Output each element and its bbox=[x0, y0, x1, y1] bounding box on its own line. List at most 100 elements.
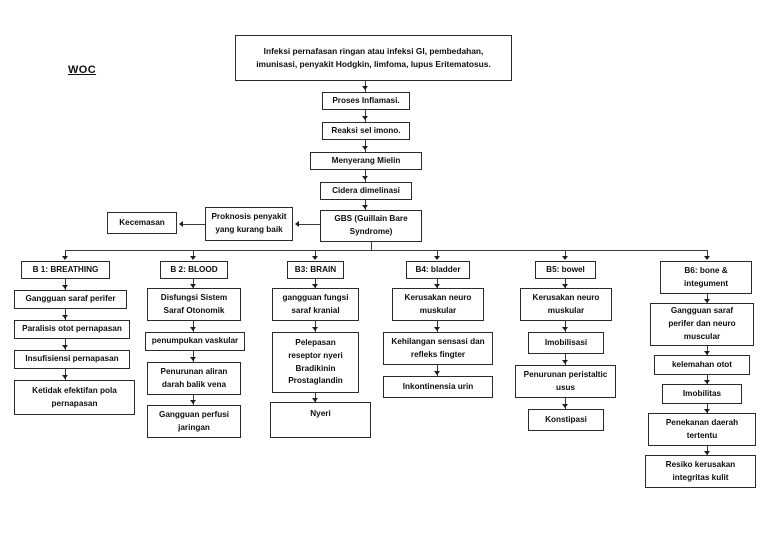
arrow-down-icon bbox=[704, 451, 710, 455]
arrow-down-icon bbox=[704, 409, 710, 413]
node-b3-step-3: Nyeri bbox=[270, 402, 371, 438]
arrow-down-icon bbox=[562, 284, 568, 288]
column-header-b3: B3: BRAIN bbox=[287, 261, 344, 279]
connector-line bbox=[707, 346, 709, 355]
arrow-down-icon bbox=[62, 256, 68, 260]
arrow-down-icon bbox=[562, 256, 568, 260]
node-b5-step-4: Konstipasi bbox=[528, 409, 604, 431]
node-b3-step-1: gangguan fungsi saraf kranial bbox=[272, 288, 359, 321]
arrow-down-icon bbox=[434, 327, 440, 331]
connector-line bbox=[65, 309, 67, 320]
connector-line bbox=[437, 321, 439, 332]
node-b2-step-2: penumpukan vaskular bbox=[145, 332, 245, 351]
arrow-down-icon bbox=[704, 380, 710, 384]
column-header-b1: B 1: BREATHING bbox=[21, 261, 110, 279]
node-b4-step-2: Kehilangan sensasi dan refleks fingter bbox=[383, 332, 493, 365]
node-b5-step-3: Penurunan peristaltic usus bbox=[515, 365, 616, 398]
connector-line bbox=[65, 279, 67, 290]
node-b1-step-1: Gangguan saraf perifer bbox=[14, 290, 127, 309]
arrow-down-icon bbox=[190, 284, 196, 288]
connector-line bbox=[437, 250, 439, 259]
arrow-down-icon bbox=[362, 176, 368, 180]
connector-line bbox=[437, 279, 439, 288]
arrow-down-icon bbox=[312, 284, 318, 288]
node-cidera: Cidera dimelinasi bbox=[320, 182, 412, 200]
connector-line bbox=[193, 279, 195, 288]
arrow-down-icon bbox=[362, 86, 368, 90]
arrow-down-icon bbox=[312, 327, 318, 331]
arrow-down-icon bbox=[62, 375, 68, 379]
column-header-b4: B4: bladder bbox=[406, 261, 470, 279]
node-b1-step-2: Paralisis otot pernapasan bbox=[14, 320, 130, 339]
node-b2-step-4: Gangguan perfusi jaringan bbox=[147, 405, 241, 438]
node-b5-step-2: Imobilisasi bbox=[528, 332, 604, 354]
connector-line bbox=[565, 354, 567, 365]
arrow-down-icon bbox=[434, 371, 440, 375]
node-b6-step-2: kelemahan otot bbox=[654, 355, 750, 375]
column-header-b6: B6: bone & integument bbox=[660, 261, 752, 294]
node-b6-step-3: Imobilitas bbox=[662, 384, 742, 404]
connector-line bbox=[565, 398, 567, 409]
connector-line bbox=[315, 393, 317, 402]
connector-line bbox=[181, 224, 205, 226]
node-b5-step-1: Kerusakan neuro muskular bbox=[520, 288, 612, 321]
node-b1-step-4: Ketidak efektifan pola pernapasan bbox=[14, 380, 135, 415]
connector-line bbox=[65, 369, 67, 380]
connector-line bbox=[707, 294, 709, 303]
connector-line bbox=[707, 250, 709, 259]
connector-line bbox=[565, 279, 567, 288]
node-b4-step-3: Inkontinensia urin bbox=[383, 376, 493, 398]
column-header-b2: B 2: BLOOD bbox=[160, 261, 228, 279]
arrow-down-icon bbox=[704, 351, 710, 355]
node-b4-step-1: Kerusakan neuro muskular bbox=[392, 288, 484, 321]
arrow-down-icon bbox=[312, 398, 318, 402]
arrow-down-icon bbox=[362, 205, 368, 209]
arrow-down-icon bbox=[562, 404, 568, 408]
node-gbs: GBS (Guillain Bare Syndrome) bbox=[320, 210, 422, 242]
column-header-b5: B5: bowel bbox=[535, 261, 596, 279]
node-b6-step-5: Resiko kerusakan integritas kulit bbox=[645, 455, 756, 488]
connector-line bbox=[297, 224, 320, 226]
connector-line bbox=[565, 321, 567, 332]
arrow-down-icon bbox=[562, 327, 568, 331]
connector-line bbox=[65, 250, 67, 259]
arrow-down-icon bbox=[312, 256, 318, 260]
node-b6-step-1: Gangguan saraf perifer dan neuro muscula… bbox=[650, 303, 754, 346]
node-inflamasi: Proses Inflamasi. bbox=[322, 92, 410, 110]
arrow-down-icon bbox=[362, 146, 368, 150]
node-b2-step-3: Penurunan aliran darah balik vena bbox=[147, 362, 241, 395]
connector-line bbox=[193, 321, 195, 332]
node-b1-step-3: Insufisiensi pernapasan bbox=[14, 350, 130, 369]
node-b6-step-4: Penekanan daerah tertentu bbox=[648, 413, 756, 446]
arrow-down-icon bbox=[190, 400, 196, 404]
arrow-down-icon bbox=[434, 256, 440, 260]
node-prognosis: Proknosis penyakit yang kurang baik bbox=[205, 207, 293, 241]
arrow-down-icon bbox=[190, 357, 196, 361]
arrow-down-icon bbox=[62, 285, 68, 289]
connector-line bbox=[315, 279, 317, 288]
arrow-down-icon bbox=[434, 284, 440, 288]
connector-line bbox=[707, 404, 709, 413]
connector-line bbox=[565, 250, 567, 259]
connector-line bbox=[371, 242, 373, 251]
connector-line bbox=[193, 250, 195, 259]
node-b3-step-2: Pelepasan reseptor nyeri Bradikinin Pros… bbox=[272, 332, 359, 393]
arrow-down-icon bbox=[704, 256, 710, 260]
connector-line bbox=[707, 446, 709, 455]
node-kecemasan: Kecemasan bbox=[107, 212, 177, 234]
arrow-down-icon bbox=[704, 299, 710, 303]
node-mielin: Menyerang Mielin bbox=[310, 152, 422, 170]
node-trigger: Infeksi pernafasan ringan atau infeksi G… bbox=[235, 35, 512, 81]
connector-line bbox=[315, 321, 317, 332]
arrow-down-icon bbox=[362, 116, 368, 120]
connector-line bbox=[65, 339, 67, 350]
connector-line bbox=[437, 365, 439, 376]
arrow-down-icon bbox=[62, 315, 68, 319]
arrow-down-icon bbox=[62, 345, 68, 349]
arrow-down-icon bbox=[190, 327, 196, 331]
arrow-left-icon bbox=[179, 221, 183, 227]
node-reaksi: Reaksi sel imono. bbox=[322, 122, 410, 140]
distribution-bus bbox=[65, 250, 707, 252]
page-title: WOC bbox=[68, 64, 97, 76]
